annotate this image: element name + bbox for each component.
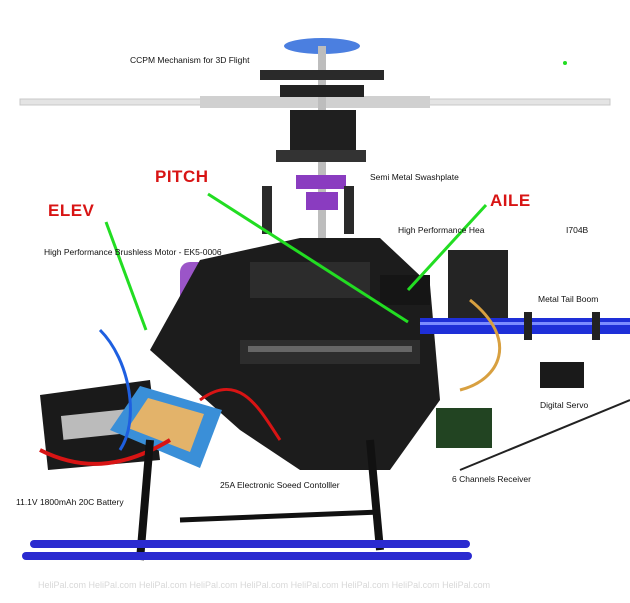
label-ccpm: CCPM Mechanism for 3D Flight — [130, 55, 250, 65]
aile-leader — [406, 203, 488, 292]
servo-block — [380, 275, 430, 305]
esc — [110, 386, 222, 468]
leader-lines — [104, 192, 488, 331]
label-motor: High Performance Brushless Motor - EK5-0… — [44, 247, 222, 257]
green-dot — [563, 61, 567, 65]
rear-servo — [448, 250, 508, 320]
watermark: HeliPal.com HeliPal.com HeliPal.com Heli… — [38, 580, 491, 590]
digital-servo — [540, 362, 584, 388]
label-tail-boom: Metal Tail Boom — [538, 294, 599, 304]
label-swashplate: Semi Metal Swashplate — [370, 172, 459, 182]
callout-pitch: PITCH — [155, 167, 209, 186]
pitch-leader — [207, 192, 409, 324]
label-battery: 11.1V 1800mAh 20C Battery — [16, 497, 124, 507]
label-receiver: 6 Channels Receiver — [452, 474, 531, 484]
label-esc: 25A Electronic Soeed Contolller — [220, 480, 340, 490]
callout-aile: AILE — [490, 191, 531, 210]
receiver — [436, 408, 492, 448]
label-servo: Digital Servo — [540, 400, 589, 410]
rotor-head — [262, 110, 366, 234]
label-head-code: I704B — [566, 225, 589, 235]
landing-gear — [22, 439, 472, 561]
callout-elev: ELEV — [48, 201, 95, 220]
label-head: High Performance Hea — [398, 225, 485, 235]
elev-leader — [104, 221, 148, 331]
